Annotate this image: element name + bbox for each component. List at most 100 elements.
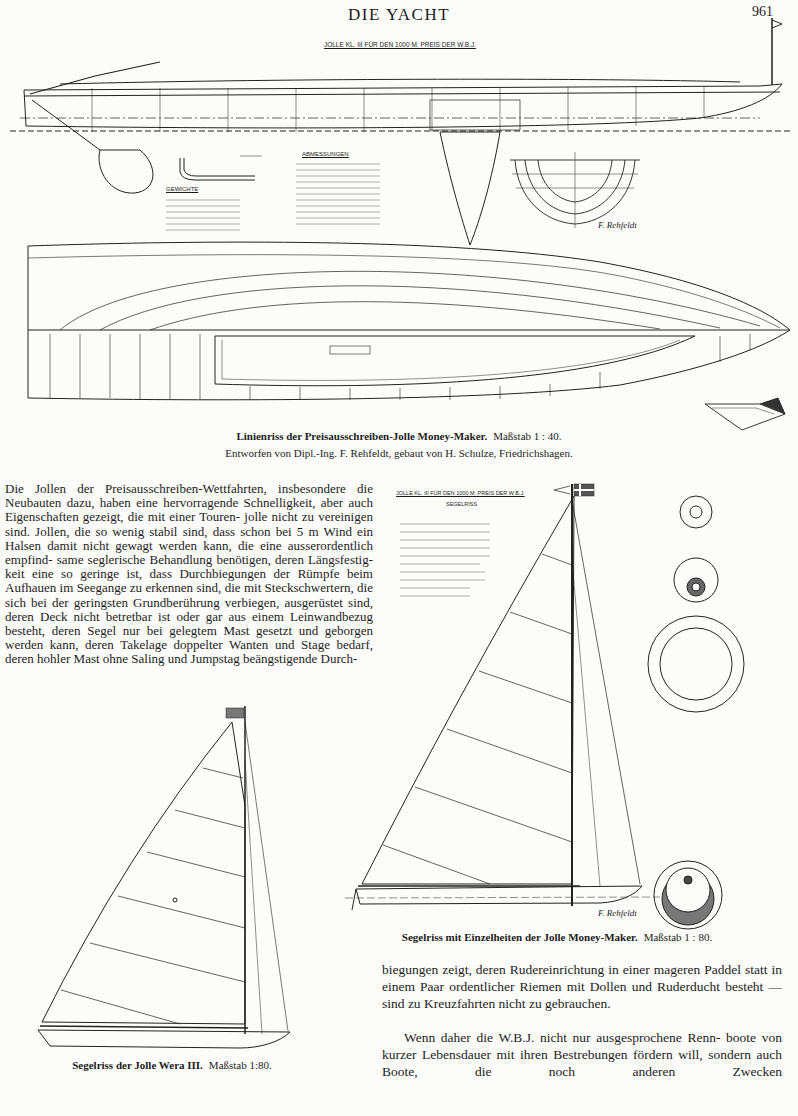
- hull-profile: [30, 62, 160, 94]
- body-text: Die Jollen der Preisausschreiben-Wettfah…: [5, 482, 373, 667]
- sail-plan-money-maker: [572, 560, 600, 886]
- sail-plan-money-maker: [574, 484, 594, 496]
- sail-plan-wera: [42, 722, 245, 1024]
- sail-plan-wera: [203, 768, 243, 778]
- sail-plan-money-maker: [362, 496, 574, 884]
- page-heading: DIE YACHT: [0, 4, 798, 25]
- table-rows: [166, 224, 240, 225]
- hull-profile: [430, 100, 520, 130]
- sail-plan-wera: [245, 722, 288, 1031]
- table-rows: [296, 206, 380, 207]
- table-rows: [166, 164, 380, 230]
- sail-plan-wera: [38, 706, 290, 1048]
- sail-table-rows: [400, 524, 490, 596]
- spar-sections: [674, 558, 718, 602]
- hull-profile: [24, 92, 780, 96]
- hull-profile: [92, 86, 704, 132]
- hull-profile: [32, 100, 100, 150]
- hull-plan: [215, 336, 695, 386]
- sail-table-rows: [400, 596, 470, 597]
- hull-profile: [10, 131, 790, 132]
- hull-plan: [50, 334, 51, 398]
- caption: Entworfen von Dipl.-Ing. F. Rehfeldt, ge…: [0, 447, 798, 461]
- spar-sections: [692, 583, 700, 591]
- hull-profile: [500, 88, 501, 132]
- hull-plan: [80, 334, 81, 398]
- hull-profile: [568, 87, 569, 130]
- hull-plan: [550, 384, 551, 396]
- hull-profile: [10, 18, 790, 245]
- table-heading: ABMESSUNGEN: [302, 151, 349, 159]
- spar-sections: [654, 861, 722, 929]
- sail-plan-money-maker: [352, 889, 356, 910]
- sail-plan-wera: [61, 990, 180, 1024]
- sail-table-rows: [400, 540, 490, 541]
- coaming-detail: [240, 156, 262, 157]
- coaming-detail: [180, 158, 255, 180]
- sail-plan-wera: [90, 943, 245, 982]
- table-rows: [166, 206, 240, 207]
- spar-sections: [690, 506, 702, 518]
- table-rows: [296, 188, 380, 189]
- hull-plan: [350, 388, 351, 400]
- sail-plan-money-maker: [554, 486, 570, 494]
- spar-sections: [687, 578, 705, 596]
- signature: F. Rehfeldt: [598, 908, 637, 919]
- sail-table-rows: [400, 556, 490, 557]
- stem-detail: [760, 398, 785, 414]
- stem-detail: [705, 398, 785, 430]
- sail-plan-money-maker: [345, 484, 660, 910]
- body-plan: [510, 152, 640, 228]
- table-rows: [166, 218, 240, 219]
- spar-sections: [666, 868, 710, 912]
- hull-plan: [250, 386, 251, 400]
- hull-profile: [440, 132, 500, 245]
- table-rows: [296, 164, 380, 165]
- hull-plan: [600, 372, 601, 389]
- spar-sections: [680, 496, 712, 528]
- table-rows: [296, 224, 380, 225]
- hull-plan: [400, 388, 401, 400]
- table-rows: [296, 200, 380, 201]
- table-rows: [296, 218, 380, 219]
- hull-plan: [100, 286, 720, 330]
- hull-plan: [222, 340, 680, 380]
- hull-profile: [24, 90, 26, 126]
- spar-sections: [648, 616, 744, 712]
- table-rows: [166, 230, 240, 231]
- sail-plan-wera: [40, 1026, 248, 1028]
- sail-plan-money-maker: [356, 886, 642, 904]
- drawing-title: JOLLE KL. III FÜR DEN 1000 M. PREIS DER …: [396, 490, 525, 497]
- sail-table-rows: [400, 580, 485, 581]
- hull-profile: [20, 118, 760, 119]
- coaming-detail: [184, 158, 255, 176]
- hull-profile: [26, 84, 782, 128]
- sail-plan-wera: [245, 760, 262, 1034]
- hull-plan: [28, 242, 790, 400]
- sail-plan-money-maker: [574, 489, 594, 491]
- sail-plan-money-maker: [383, 845, 490, 884]
- hull-profile: [704, 86, 705, 118]
- hull-plan: [330, 346, 370, 354]
- sail-plan-money-maker: [383, 554, 572, 884]
- hull-profile: [636, 87, 637, 126]
- sail-plan-money-maker: [345, 897, 660, 898]
- body-plan: [575, 152, 576, 228]
- hull-profile: [24, 84, 782, 90]
- caption: Segelriss mit Einzelheiten der Jolle Mon…: [402, 931, 638, 945]
- coaming-detail: [180, 156, 262, 180]
- sail-plan-wera: [61, 768, 245, 1024]
- sail-plan-wera: [173, 898, 177, 902]
- sail-table-rows: [400, 524, 490, 525]
- table-rows: [296, 194, 380, 195]
- signature: F. Rehfeldt: [598, 220, 637, 231]
- sail-table-rows: [400, 532, 490, 533]
- hull-profile: [772, 20, 782, 28]
- body-text: biegungen zeigt, deren Rudereinrichtung …: [382, 962, 782, 1012]
- caption-scale: Maßstab 1 : 80.: [644, 931, 712, 945]
- drawing-title: SEGELRISS: [446, 501, 477, 508]
- table-rows: [296, 176, 380, 177]
- stem-detail: [712, 408, 774, 414]
- hull-profile: [99, 150, 153, 193]
